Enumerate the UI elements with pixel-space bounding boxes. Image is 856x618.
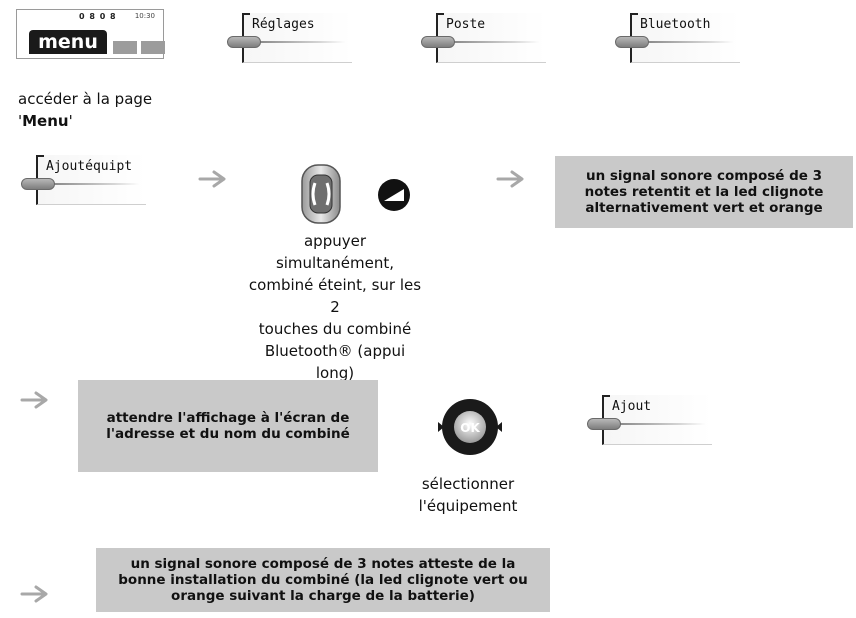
select-device-text: sélectionner l'équipement bbox=[418, 475, 518, 515]
ok-navigator-icon[interactable]: OK bbox=[434, 396, 506, 458]
press-instruction-text: appuyer simultanément, combiné éteint, s… bbox=[248, 232, 422, 382]
reglages-key[interactable]: Réglages bbox=[224, 13, 352, 63]
half-circle-icon[interactable] bbox=[376, 177, 412, 213]
ajoutequipt-key[interactable]: Ajoutéquipt bbox=[18, 155, 146, 205]
right-arrow-icon bbox=[198, 170, 226, 188]
key-label: Réglages bbox=[252, 17, 315, 32]
menu-key[interactable]: menu bbox=[29, 30, 107, 54]
soft-key-2[interactable] bbox=[113, 41, 137, 54]
key-button[interactable] bbox=[421, 36, 455, 48]
key-label: Ajoutéquipt bbox=[46, 159, 133, 174]
right-arrow-icon bbox=[20, 391, 48, 409]
key-button[interactable] bbox=[21, 178, 55, 190]
right-arrow-icon bbox=[496, 170, 524, 188]
clock: 10:30 bbox=[134, 12, 155, 20]
key-label: Bluetooth bbox=[640, 17, 711, 32]
status-icons: 0 8 0 8 bbox=[79, 12, 117, 21]
wait-display-box: attendre l'affichage à l'écran de l'adre… bbox=[78, 380, 378, 472]
handset-keys-icon[interactable] bbox=[300, 163, 342, 225]
menu-word: Menu bbox=[22, 112, 69, 130]
access-menu-text: accéder à la page 'Menu' bbox=[18, 90, 153, 130]
soft-key-3[interactable] bbox=[141, 41, 165, 54]
poste-key[interactable]: Poste bbox=[418, 13, 546, 63]
ajout-key[interactable]: Ajout bbox=[584, 395, 712, 445]
key-button[interactable] bbox=[587, 418, 621, 430]
key-label: Ajout bbox=[612, 399, 652, 414]
signal-info-box: un signal sonore composé de 3 notes rete… bbox=[555, 156, 853, 228]
right-arrow-icon bbox=[20, 585, 48, 603]
key-label: Poste bbox=[446, 17, 486, 32]
final-signal-box: un signal sonore composé de 3 notes atte… bbox=[96, 548, 550, 612]
bluetooth-key[interactable]: Bluetooth bbox=[612, 13, 740, 63]
key-button[interactable] bbox=[615, 36, 649, 48]
ok-label: OK bbox=[460, 421, 480, 435]
key-button[interactable] bbox=[227, 36, 261, 48]
phone-screen: 0 8 0 8 10:30 menu bbox=[16, 9, 165, 59]
